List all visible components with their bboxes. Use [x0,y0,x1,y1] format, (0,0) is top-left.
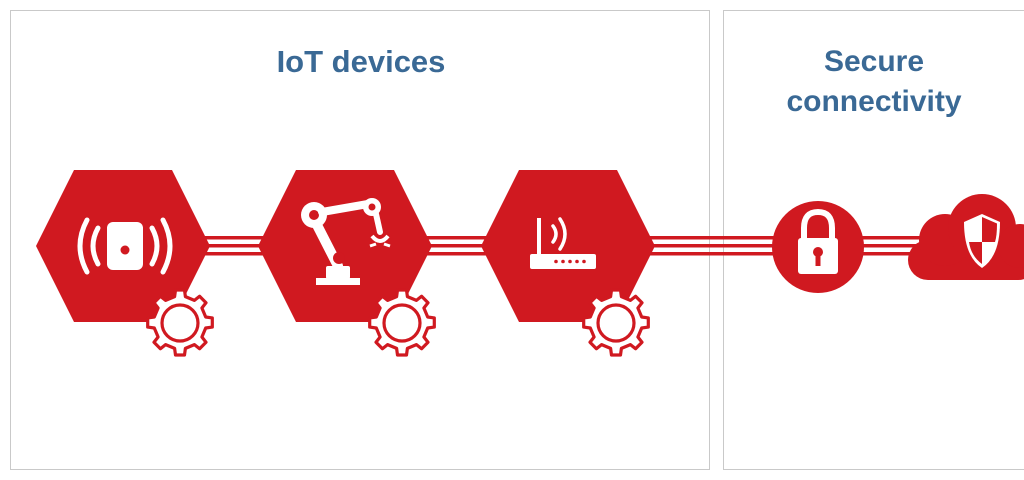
wifi-router-icon [530,217,596,269]
cloud-node [908,194,1024,280]
router-hexagon [481,170,655,322]
iot-devices-title: IoT devices [276,44,446,79]
gear-icon [368,288,436,357]
shield-icon [964,214,1000,268]
robot-hexagon [258,170,432,322]
robot-node [258,170,436,357]
wireless-sensor-icon [77,217,173,275]
gear-icon [146,288,214,357]
router-node [481,170,655,357]
sensor-node [36,170,214,357]
robot-arm-icon [301,198,391,285]
padlock-icon [798,208,838,274]
secure-connectivity-title: Secure connectivity [786,45,962,118]
gear-icon [582,288,650,357]
lock-node [772,201,864,293]
